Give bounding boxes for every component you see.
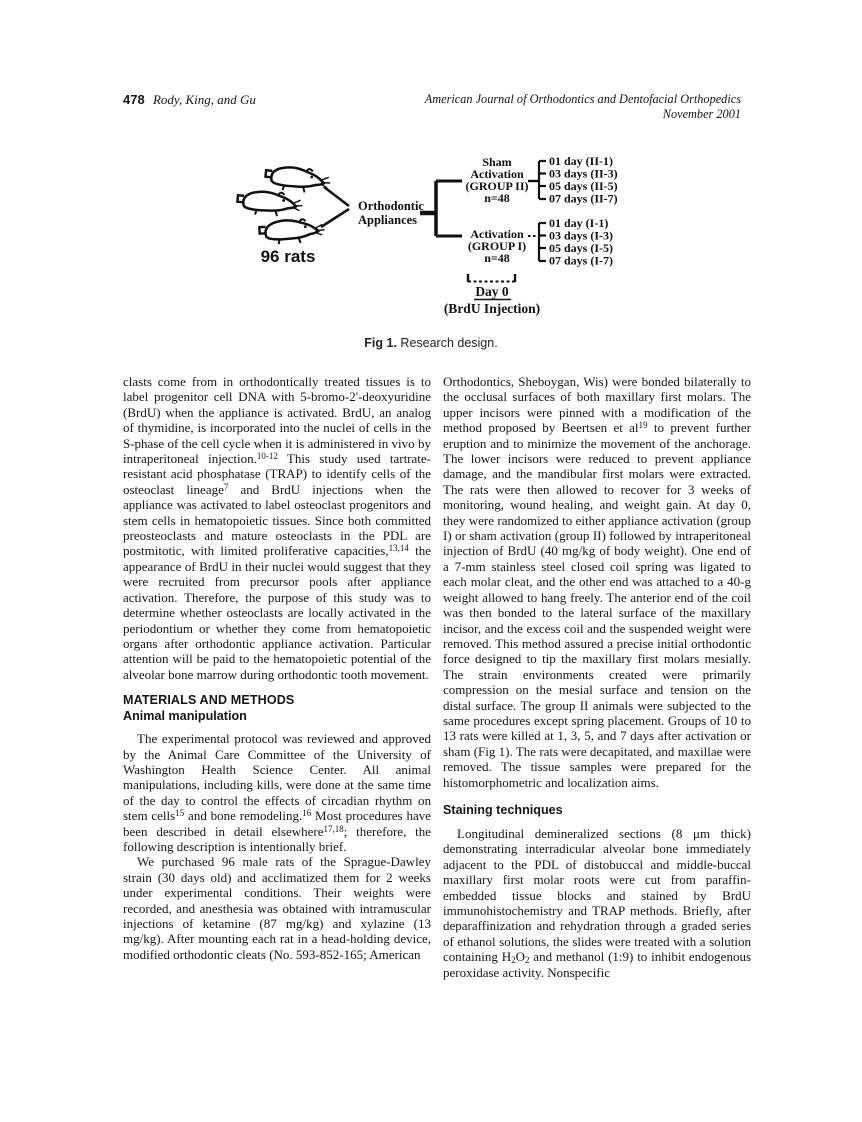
section-heading-materials-and-methods: MATERIALS AND METHODS	[123, 693, 295, 708]
group2-line2: Activation	[470, 167, 524, 181]
paragraph-protocol: The experimental protocol was reviewed a…	[123, 731, 431, 854]
group2-items-bracket	[537, 159, 546, 201]
group2-line1: Sham	[482, 155, 511, 169]
group2-item-2: 03 days (II-3)	[549, 167, 618, 181]
figure-caption-label: Fig 1.	[364, 336, 397, 350]
page-number: 478	[123, 92, 145, 107]
journal-title: American Journal of Orthodontics and Den…	[424, 92, 741, 106]
figure-1-research-design: 96 rats Orthodontic Appliances Sham Acti…	[235, 154, 618, 316]
group2-item-3: 05 days (II-5)	[549, 179, 618, 193]
main-branch-lines	[420, 179, 462, 238]
appliances-label-line2: Appliances	[358, 213, 417, 227]
group1-line1: Activation	[470, 227, 524, 241]
group-1-activation: Activation (GROUP I) n=48 01 day (I-1) 0…	[468, 216, 613, 268]
subsection-heading-staining-techniques: Staining techniques	[443, 802, 563, 817]
group1-item-1: 01 day (I-1)	[549, 216, 608, 230]
running-head-right: American Journal of Orthodontics and Den…	[425, 92, 741, 122]
subsection-heading-animal-manipulation: Animal manipulation	[123, 709, 247, 724]
paragraph-staining: Longitudinal demineralized sections (8 μ…	[443, 825, 752, 980]
running-authors: Rody, King, and Gu	[152, 92, 256, 107]
paragraph-appliance-continued: Orthodontics, Sheboygan, Wis) were bonde…	[443, 374, 751, 790]
group1-item-4: 07 days (I-7)	[549, 254, 613, 268]
left-column: clasts come from in orthodontically trea…	[123, 374, 431, 962]
group1-count: n=48	[484, 251, 510, 265]
right-column: Orthodontics, Sheboygan, Wis) were bonde…	[443, 374, 751, 980]
group1-items-bracket	[537, 221, 546, 263]
group2-line3: (GROUP II)	[466, 179, 529, 193]
group-2-sham-activation: Sham Activation (GROUP II) n=48 01 day (…	[466, 154, 618, 206]
running-head-left: 478 Rody, King, and Gu	[123, 92, 256, 108]
group2-item-1: 01 day (II-1)	[549, 154, 613, 168]
figure-caption: Fig 1. Research design.	[0, 336, 862, 350]
appliances-label-line1: Orthodontic	[358, 199, 424, 213]
journal-issue: November 2001	[662, 107, 741, 121]
rats-count-label: 96 rats	[261, 247, 316, 266]
figure-caption-text: Research design.	[396, 336, 498, 350]
day0-label: Day 0	[475, 284, 509, 299]
day0-marker: Day 0 (BrdU Injection)	[444, 274, 540, 316]
group2-count: n=48	[484, 191, 510, 205]
paragraph-rats-purchase: We purchased 96 male rats of the Sprague…	[123, 854, 431, 962]
running-head: 478 Rody, King, and Gu American Journal …	[123, 92, 741, 122]
converging-lines	[320, 185, 350, 229]
day0-sublabel: (BrdU Injection)	[444, 301, 540, 316]
group1-item-2: 03 days (I-3)	[549, 229, 613, 243]
group1-item-3: 05 days (I-5)	[549, 241, 613, 255]
group2-item-4: 07 days (II-7)	[549, 192, 618, 206]
group1-line2: (GROUP I)	[468, 239, 526, 253]
paragraph-intro-continued: clasts come from in orthodontically trea…	[123, 374, 431, 682]
